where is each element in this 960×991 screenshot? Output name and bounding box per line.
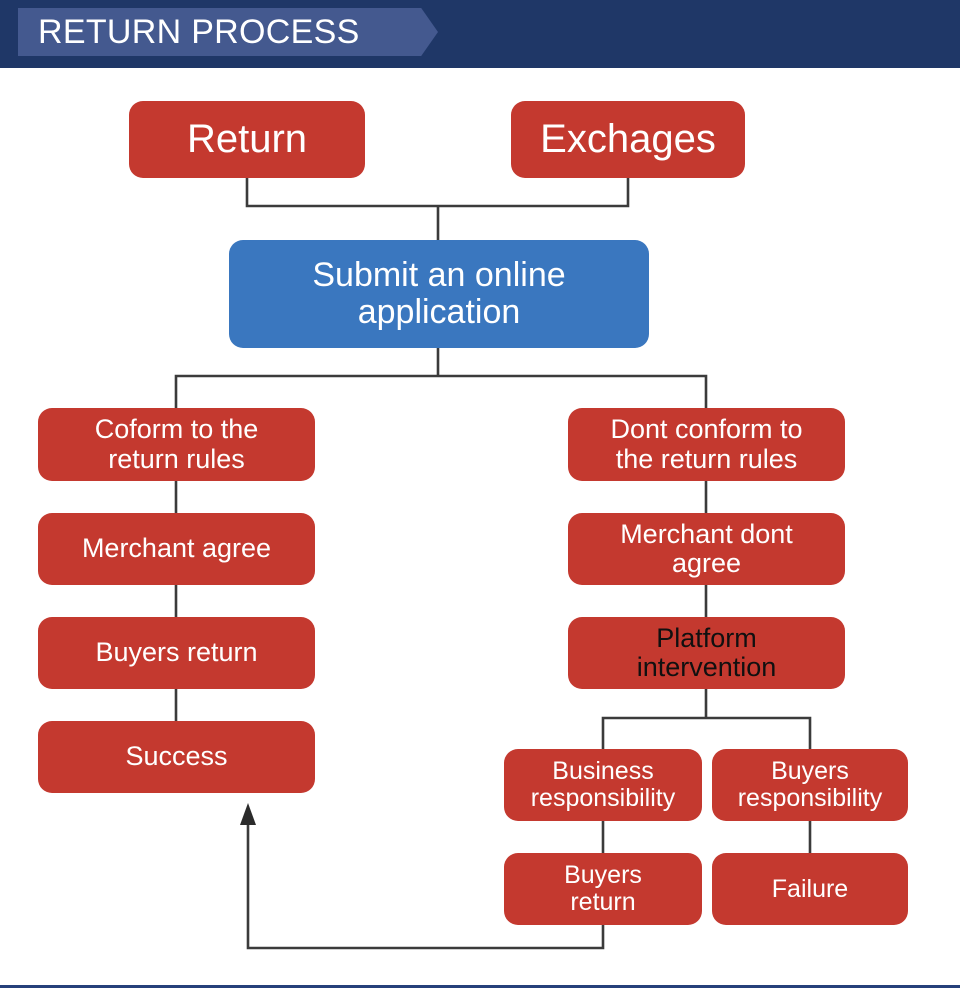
- node-merchant-agree[interactable]: Merchant agree: [38, 513, 315, 585]
- node-business-responsibility[interactable]: Business responsibility: [504, 749, 702, 821]
- node-dont-conform-to-return-rules[interactable]: Dont conform to the return rules: [568, 408, 845, 481]
- flowchart-canvas: Return Exchages Submit an online applica…: [0, 68, 960, 983]
- node-buyers-return-left[interactable]: Buyers return: [38, 617, 315, 689]
- header-ribbon-shape: [18, 8, 438, 56]
- feedback-arrowhead: [240, 803, 256, 825]
- node-conform-to-return-rules[interactable]: Coform to the return rules: [38, 408, 315, 481]
- node-exchanges[interactable]: Exchages: [511, 101, 745, 178]
- page-title: RETURN PROCESS: [38, 13, 360, 51]
- bottom-rule: [0, 985, 960, 988]
- edge-submit-split: [174, 374, 708, 408]
- node-failure[interactable]: Failure: [712, 853, 908, 925]
- node-buyers-return-right[interactable]: Buyers return: [504, 853, 702, 925]
- node-merchant-dont-agree[interactable]: Merchant dont agree: [568, 513, 845, 585]
- node-return[interactable]: Return: [129, 101, 365, 178]
- node-success[interactable]: Success: [38, 721, 315, 793]
- edge-platform-split: [601, 716, 812, 749]
- node-buyers-responsibility[interactable]: Buyers responsibility: [712, 749, 908, 821]
- node-platform-intervention[interactable]: Platform intervention: [568, 617, 845, 689]
- node-submit-online-application[interactable]: Submit an online application: [229, 240, 649, 348]
- edge-top-merge: [245, 178, 630, 208]
- header-underline: [0, 64, 960, 68]
